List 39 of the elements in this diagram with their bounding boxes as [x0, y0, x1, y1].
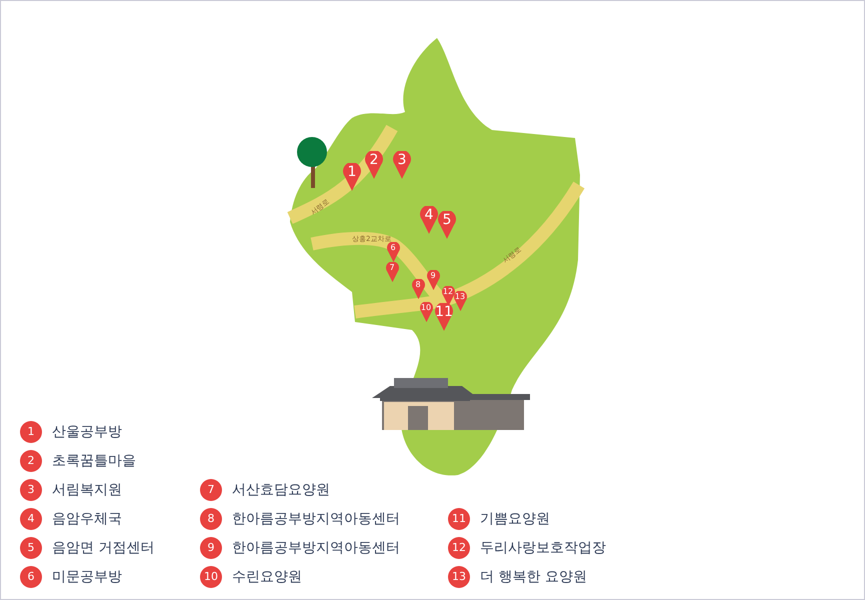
- map-pin: 4: [420, 206, 438, 235]
- number-marker: 3: [20, 479, 42, 501]
- place-name: 초록꿈틀마을: [52, 452, 136, 470]
- number-marker: 11: [448, 508, 470, 530]
- number-marker: 5: [20, 537, 42, 559]
- place-name: 음암우체국: [52, 510, 122, 528]
- place-name: 더 행복한 요양원: [480, 568, 587, 586]
- number-marker: 6: [20, 566, 42, 588]
- map-pin: 12: [442, 286, 454, 306]
- number-marker: 4: [20, 508, 42, 530]
- number-marker: 13: [448, 566, 470, 588]
- number-marker: 8: [200, 508, 222, 530]
- map-pin: 1: [343, 163, 361, 192]
- place-name: 산울공부방: [52, 422, 122, 442]
- map-pin: 2: [365, 151, 383, 180]
- map-pin: 13: [454, 290, 466, 312]
- place-name: 두리사랑보호작업장: [480, 538, 606, 558]
- map-pin: 3: [393, 151, 411, 180]
- number-marker: 9: [200, 537, 222, 559]
- map-pin: 11: [435, 303, 453, 332]
- map-pin: 10: [420, 302, 432, 322]
- place-name: 한아름공부방지역아동센터: [232, 510, 400, 528]
- number-marker: 10: [200, 566, 222, 588]
- map-pin: 5: [438, 211, 456, 240]
- map-pin: 6: [386, 242, 400, 262]
- number-marker: 1: [20, 421, 42, 443]
- place-name: 수린요양원: [232, 568, 302, 586]
- place-name: 서산효담요양원: [232, 480, 330, 500]
- place-name: 미문공부방: [52, 568, 122, 586]
- place-name: 서림복지원: [52, 480, 122, 500]
- number-marker: 2: [20, 450, 42, 472]
- place-name: 기쁨요양원: [480, 510, 550, 528]
- place-name: 한아름공부방지역아동센터: [232, 538, 400, 558]
- map-pin: 9: [426, 270, 440, 290]
- number-marker: 12: [448, 537, 470, 559]
- map-pin: 7: [386, 262, 398, 282]
- map-pin: 8: [412, 278, 424, 300]
- place-name: 음암면 거점센터: [52, 538, 154, 558]
- number-marker: 7: [200, 479, 222, 501]
